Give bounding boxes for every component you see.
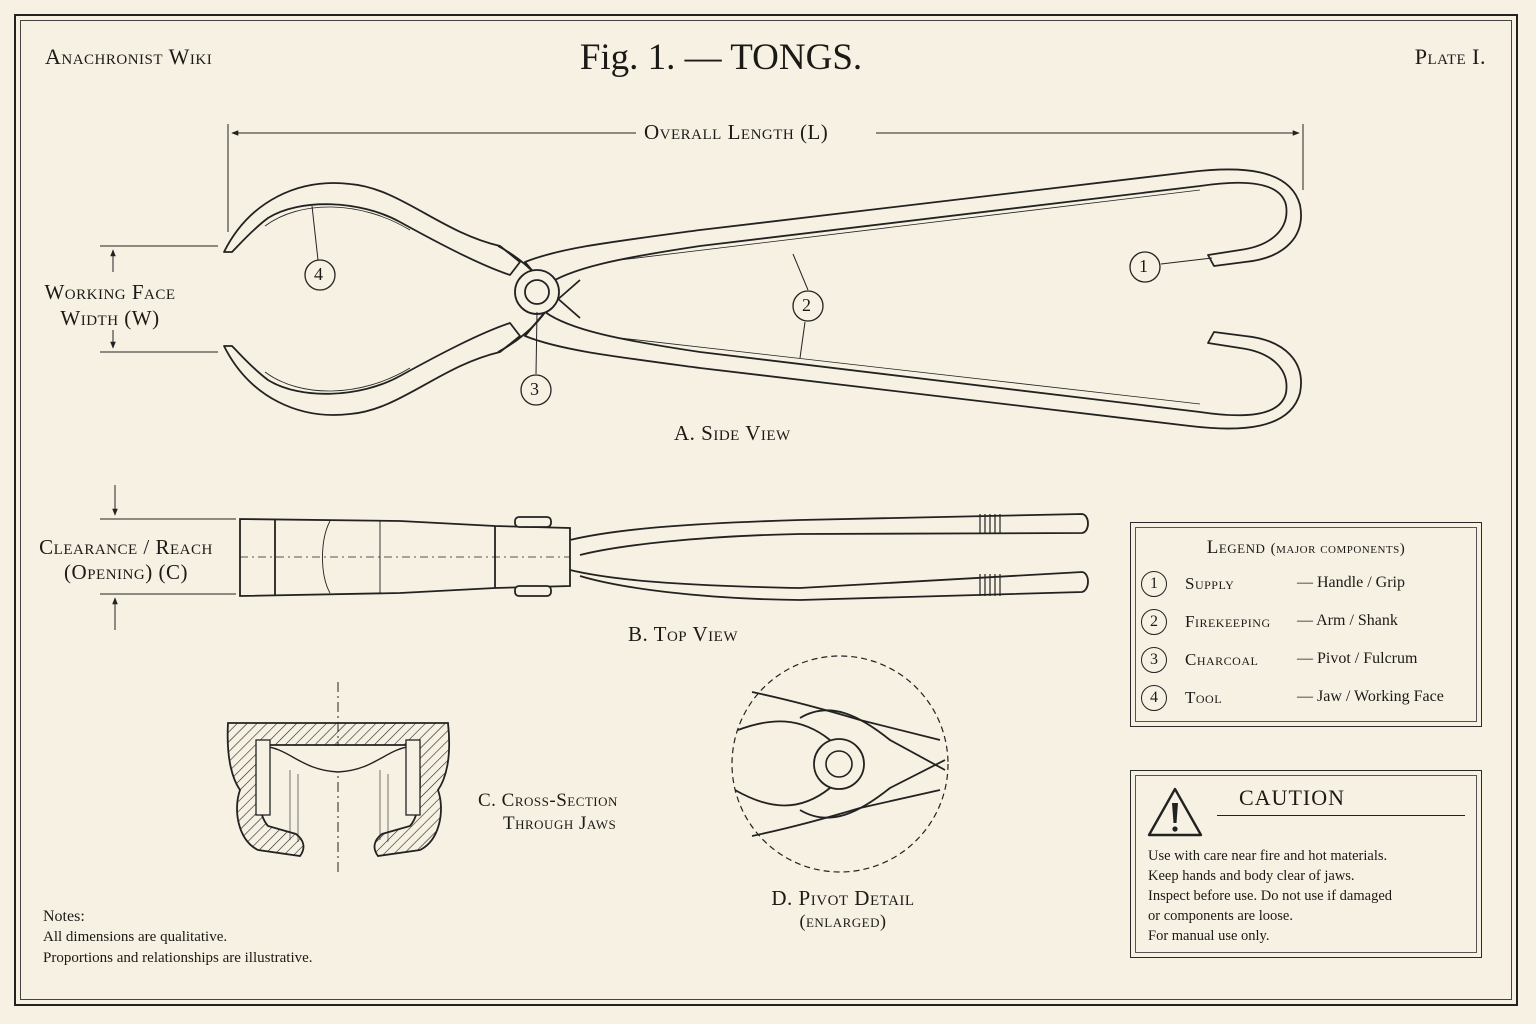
working-face-label-1: Working Face [44,280,176,304]
legend-item-number: 1 [1141,571,1167,597]
pivot-detail-label-1: D. Pivot Detail [771,886,915,910]
figure-title: Fig. 1. — TONGS. [579,37,863,78]
caution-line: Keep hands and body clear of jaws. [1148,868,1355,884]
legend-item-desc: — Arm / Shank [1297,612,1398,629]
side-view-label: A. Side View [674,421,791,445]
clearance-label-2: (Opening) (C) [64,560,188,584]
plate-number: Plate I. [1414,44,1486,69]
caution-line: For manual use only. [1148,928,1270,944]
legend-subtitle: (major components) [1270,541,1406,557]
legend-inner-border [1135,527,1477,722]
clearance-label-1: Clearance / Reach [39,535,213,559]
callout-circles [304,251,1161,406]
legend-item-name: Firekeeping [1185,612,1271,631]
callout-2: 2 [802,295,811,315]
legend-item-name: Tool [1185,688,1223,707]
pivot-detail-drawing [731,655,949,873]
callout-leaders [311,205,1213,375]
legend-item: 1 Supply — Handle / Grip [1141,571,1471,599]
legend-item-desc: — Pivot / Fulcrum [1297,650,1418,667]
legend-item-desc: — Handle / Grip [1297,574,1405,591]
caution-line: Use with care near fire and hot material… [1148,848,1388,864]
side-view-drawing [100,124,1304,430]
notes-block: Notes: All dimensions are qualitative. P… [43,906,313,969]
site-name: Anachronist Wiki [45,44,213,69]
cross-section-label-1: C. Cross-Section [478,790,618,811]
overall-length-label: Overall Length (L) [644,120,829,144]
warning-triangle-icon [1147,787,1203,837]
notes-line: All dimensions are qualitative. [43,929,228,945]
legend-item-name: Charcoal [1185,650,1259,669]
caution-line: Inspect before use. Do not use if damage… [1148,888,1393,904]
inner-border [20,20,1512,1000]
callout-4: 4 [314,264,323,284]
caution-title: CAUTION [1239,785,1345,810]
cross-section-drawing [226,682,451,875]
legend-item-name: Supply [1185,574,1235,593]
working-face-label-2: Width (W) [60,306,160,330]
legend-item-number: 4 [1141,685,1167,711]
legend-item: 2 Firekeeping — Arm / Shank [1141,609,1471,637]
legend-item-number: 3 [1141,647,1167,673]
legend-item-number: 2 [1141,609,1167,635]
notes-title: Notes: [43,908,85,925]
caution-panel: CAUTION Use with care near fire and hot … [1130,770,1482,958]
top-view-label: B. Top View [628,622,738,646]
legend-panel: Legend (major components) 1 Supply — Han… [1130,522,1482,727]
outer-border [14,14,1518,1006]
legend-heading: Legend (major components) [1131,537,1481,559]
top-view-drawing [100,485,1089,630]
pivot-detail-label-2: (enlarged) [799,911,887,931]
legend-title: Legend [1206,537,1266,558]
caution-inner-border [1135,775,1477,953]
callout-3: 3 [530,379,539,399]
legend-item: 4 Tool — Jaw / Working Face [1141,685,1471,713]
callout-1: 1 [1139,256,1148,276]
caution-underline [1217,815,1465,816]
notes-line: Proportions and relationships are illust… [43,950,313,966]
legend-item-desc: — Jaw / Working Face [1297,688,1444,705]
legend-item: 3 Charcoal — Pivot / Fulcrum [1141,647,1471,675]
caution-line: or components are loose. [1148,908,1293,924]
cross-section-label-2: Through Jaws [503,813,617,834]
caution-text: Use with care near fire and hot material… [1148,846,1392,946]
